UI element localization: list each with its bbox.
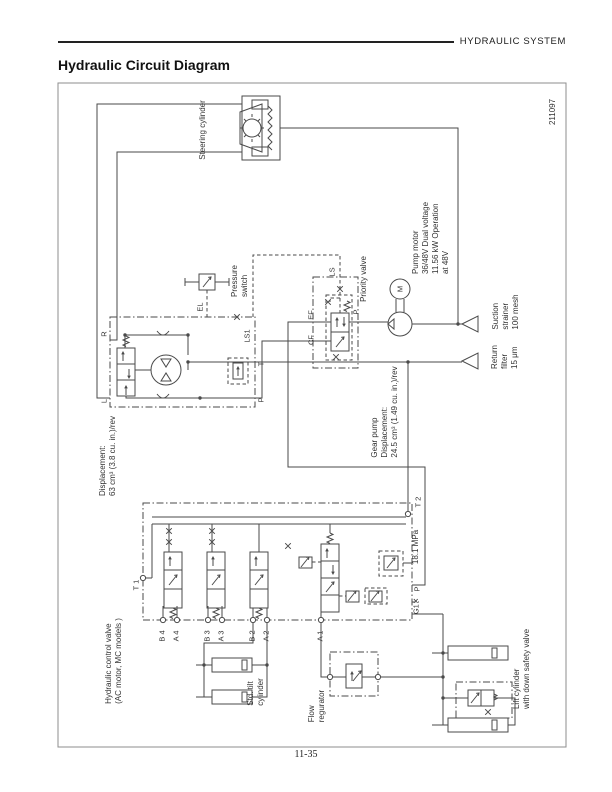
port-label-b3: B 3	[202, 630, 212, 642]
header-rule	[58, 41, 454, 43]
port-label-ls: LS	[327, 267, 337, 277]
port-label-ef: EF	[306, 310, 316, 320]
lift-circuit	[320, 613, 516, 733]
label-suction-strainer: Suction strainer 100 mesh	[491, 294, 520, 330]
label-flow-regulator: Flow regurator	[307, 689, 326, 723]
pump-motor-symbol	[255, 278, 479, 370]
label-tilt-cylinder: Std. tilt cylinder	[246, 678, 265, 706]
label-lift-cylinder: Lift cylinder with down safety valve	[512, 628, 531, 710]
control-valve-block	[139, 502, 419, 624]
port-label-a2: A 2	[261, 630, 271, 642]
port-label-p-steering: P	[256, 397, 266, 403]
steering-cylinder-symbol	[239, 95, 281, 161]
excess-flow-line	[287, 321, 426, 586]
drawing-number: 211097	[548, 98, 557, 126]
header-section-title: HYDRAULIC SYSTEM	[459, 36, 566, 47]
motor-letter: M	[395, 285, 405, 293]
page-number: 11-35	[294, 749, 318, 760]
label-gear-pump: Gear pump Displacement: 24.5 cm³ (1.49 c…	[370, 366, 399, 458]
port-label-cf: CF	[306, 335, 316, 345]
label-return-filter: Return filter 15 μm	[490, 344, 519, 370]
steering-cylinder-lines	[96, 103, 461, 399]
port-label-ls1: LS1	[242, 329, 252, 343]
diagram-frame	[57, 82, 567, 748]
port-label-p-valve: P	[412, 586, 422, 592]
port-label-a3: A 3	[216, 630, 226, 642]
page-title: Hydraulic Circuit Diagram	[58, 57, 230, 73]
port-label-a4: A 4	[171, 630, 181, 642]
label-priority-valve: Priority valve	[359, 256, 368, 302]
port-label-b4: B 4	[157, 630, 167, 642]
port-label-r: R	[99, 331, 109, 337]
label-steering-displacement: Displacement: 63 cm³ (3.8 cu. in.)/rev	[98, 415, 117, 497]
label-steering-cylinder: Steering cylinder	[198, 100, 207, 160]
port-label-g1: G1✕	[411, 597, 421, 615]
port-label-p-priority: P	[351, 309, 361, 315]
port-label-t2: T 2	[413, 496, 423, 508]
port-label-l: L	[99, 398, 109, 404]
port-label-b2: B 2	[247, 630, 257, 642]
label-relief-pressure: 18.1 MPa	[411, 529, 420, 565]
tilt-circuit	[196, 623, 270, 705]
steering-unit	[109, 313, 256, 408]
label-pump-motor: Pump motor 36/48V Dual voltage 11.56 kW …	[411, 201, 450, 275]
label-pressure-switch: Pressure switch	[230, 264, 249, 298]
port-label-el: EL	[195, 302, 205, 312]
load-sensing-lines	[252, 254, 341, 317]
port-label-t1: T 1	[131, 579, 141, 591]
label-hydraulic-control-valve: Hydraulic control valve (AC motor, MC mo…	[104, 618, 123, 704]
port-label-t: T	[256, 361, 266, 367]
pressure-switch-symbol	[184, 273, 230, 317]
port-label-a1: A 1	[315, 630, 325, 642]
